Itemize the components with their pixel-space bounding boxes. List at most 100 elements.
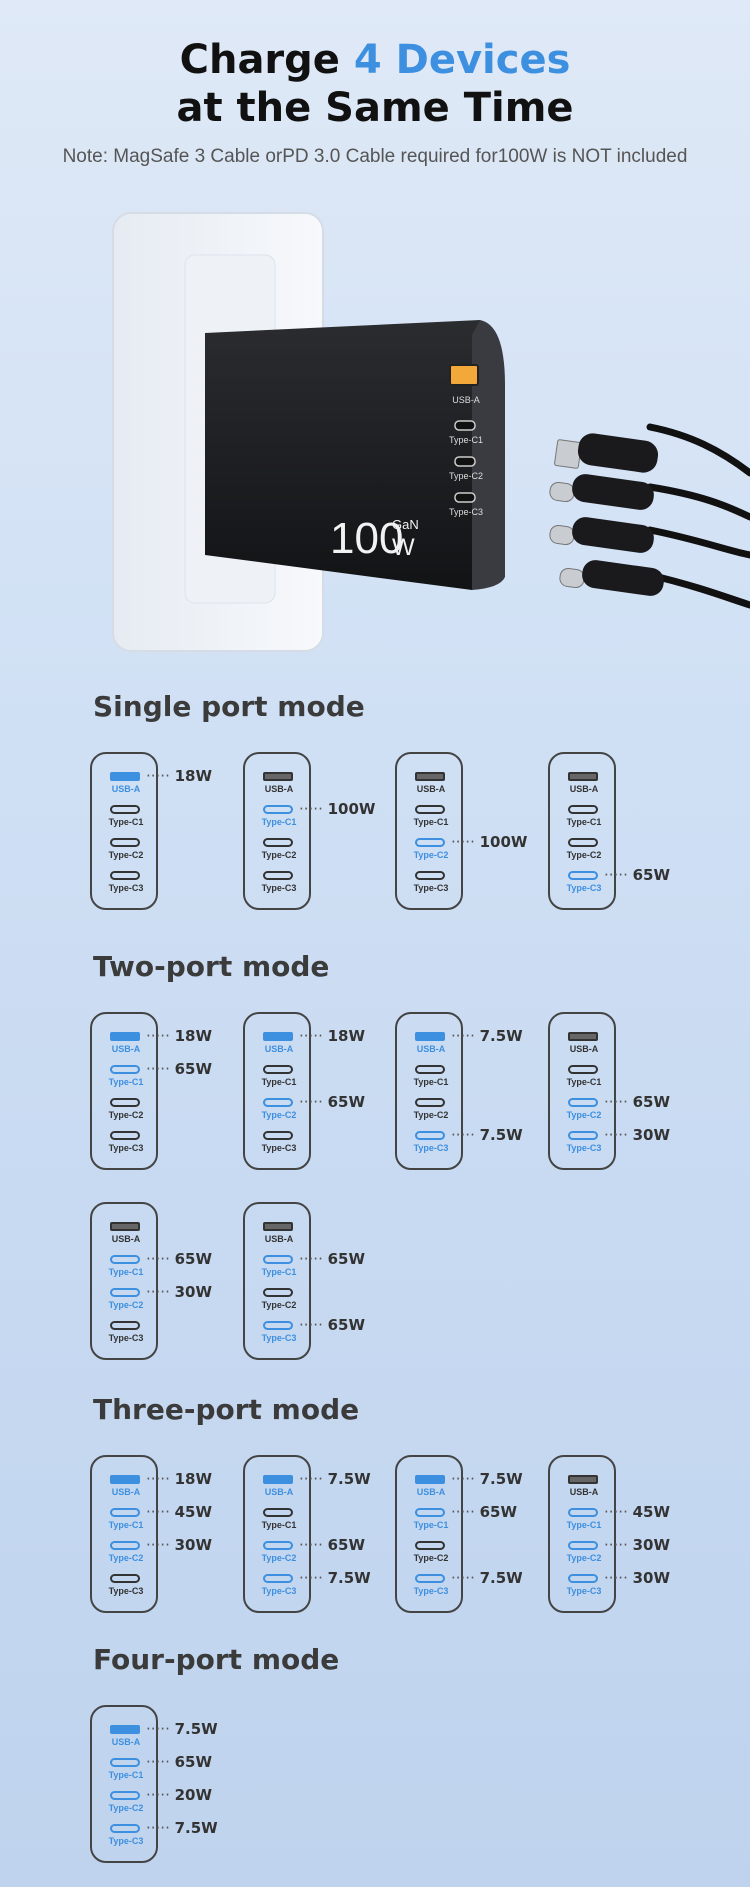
port-wattage: ····· 100W — [451, 833, 527, 851]
usb-a-port-icon — [568, 1475, 598, 1484]
port-indicator: Type-C3 — [245, 867, 313, 897]
dotted-leader: ····· — [299, 1093, 328, 1111]
usb-a-port-icon — [568, 1032, 598, 1041]
usb-c-port-icon — [415, 838, 445, 847]
usb-a-port-icon — [110, 1222, 140, 1231]
port-indicator: Type-C2 — [550, 834, 618, 864]
usb-a-port-icon — [263, 1475, 293, 1484]
wattage-value: 45W — [174, 1503, 213, 1521]
port-indicator: Type-C1 — [397, 801, 465, 831]
port-indicator: USB-A — [397, 768, 465, 798]
wattage-value: 45W — [632, 1503, 671, 1521]
port-label: Type-C1 — [261, 1520, 297, 1530]
usb-c-port-icon — [568, 1574, 598, 1583]
port-label: Type-C1 — [108, 1770, 144, 1780]
port-label: Type-C2 — [261, 1110, 297, 1120]
port-label: Type-C3 — [566, 1586, 602, 1596]
wattage-value: 18W — [327, 1027, 366, 1045]
dotted-leader: ····· — [299, 1536, 328, 1554]
section-title: Two-port mode — [93, 950, 330, 983]
usb-c-port-icon — [110, 1508, 140, 1517]
port-label: Type-C1 — [108, 817, 144, 827]
wattage-value: 18W — [174, 1027, 213, 1045]
port-label: USB-A — [569, 1044, 599, 1054]
dotted-leader: ····· — [299, 1250, 328, 1268]
port-indicator: USB-A — [550, 768, 618, 798]
dotted-leader: ····· — [451, 833, 480, 851]
port-wattage: ····· 7.5W — [299, 1470, 371, 1488]
port-indicator: Type-C3 — [397, 867, 465, 897]
usb-a-port-shape — [449, 364, 479, 386]
port-indicator: Type-C3 — [92, 1317, 160, 1347]
port-indicator: USB-A····· 7.5W — [397, 1470, 523, 1501]
port-indicator: Type-C3 — [92, 867, 160, 897]
usb-c-port-icon — [263, 1288, 293, 1297]
port-label: Type-C1 — [108, 1267, 144, 1277]
port-label: Type-C2 — [108, 1553, 144, 1563]
port-indicator: Type-C2····· 65W — [245, 1536, 365, 1567]
port-indicator: USB-A····· 18W — [245, 1027, 365, 1058]
usb-c-port-icon — [110, 1791, 140, 1800]
port-label: Type-C3 — [566, 1143, 602, 1153]
dotted-leader: ····· — [146, 1060, 175, 1078]
dotted-leader: ····· — [604, 1503, 633, 1521]
port-indicator: Type-C1····· 100W — [245, 800, 376, 831]
port-wattage: ····· 45W — [604, 1503, 670, 1521]
wattage-value: 65W — [327, 1250, 366, 1268]
charger-power-unit: W — [392, 534, 415, 561]
port-label: USB-A — [569, 784, 599, 794]
port-indicator: Type-C3····· 30W — [550, 1569, 670, 1600]
port-label: Type-C1 — [261, 1077, 297, 1087]
note-text: Note: MagSafe 3 Cable orPD 3.0 Cable req… — [62, 146, 688, 167]
wattage-value: 7.5W — [174, 1819, 218, 1837]
wattage-value: 18W — [174, 767, 213, 785]
usb-c-port-icon — [263, 1098, 293, 1107]
port-label: Type-C1 — [261, 817, 297, 827]
dotted-leader: ····· — [146, 1786, 175, 1804]
dotted-leader: ····· — [299, 1470, 328, 1488]
port-label: Type-C1 — [566, 1077, 602, 1087]
port-label: Type-C1 — [566, 817, 602, 827]
dotted-leader: ····· — [604, 1126, 633, 1144]
wattage-value: 20W — [174, 1786, 213, 1804]
port-indicator: Type-C1····· 65W — [92, 1250, 212, 1281]
page-title: Charge 4 Devices at the Same Time — [0, 36, 750, 132]
port-wattage: ····· 18W — [146, 1470, 212, 1488]
section-title: Four-port mode — [93, 1643, 340, 1676]
port-label: Type-C1 — [413, 1077, 449, 1087]
usb-a-port-icon — [110, 772, 140, 781]
wattage-value: 7.5W — [479, 1126, 523, 1144]
port-indicator: USB-A····· 7.5W — [397, 1027, 523, 1058]
port-label: Type-C2 — [261, 850, 297, 860]
wattage-value: 65W — [174, 1250, 213, 1268]
usb-c-connector-icon-1 — [549, 474, 654, 510]
usb-c-port-icon — [568, 1098, 598, 1107]
usb-c-port-icon — [263, 1065, 293, 1074]
dotted-leader: ····· — [604, 1569, 633, 1587]
port-indicator: Type-C1····· 45W — [92, 1503, 212, 1534]
port-indicator: Type-C3····· 7.5W — [397, 1569, 523, 1600]
port-label: USB-A — [264, 1487, 294, 1497]
port-label: Type-C3 — [261, 1143, 297, 1153]
dotted-leader: ····· — [146, 1027, 175, 1045]
port-indicator: Type-C1 — [550, 1061, 618, 1091]
port-label: Type-C3 — [413, 1586, 449, 1596]
usb-c-port-icon — [568, 1541, 598, 1550]
wattage-value: 65W — [327, 1536, 366, 1554]
port-wattage: ····· 65W — [146, 1060, 212, 1078]
usb-c-port-icon — [415, 805, 445, 814]
port-indicator: Type-C3····· 7.5W — [92, 1819, 218, 1850]
usb-a-port-icon — [263, 772, 293, 781]
wattage-value: 65W — [632, 866, 671, 884]
usb-c-port-icon — [568, 805, 598, 814]
usb-c-port-icon — [415, 1131, 445, 1140]
port-label: Type-C1 — [566, 1520, 602, 1530]
port-indicator: Type-C1····· 65W — [92, 1753, 212, 1784]
port-wattage: ····· 7.5W — [146, 1819, 218, 1837]
port-indicator: Type-C2····· 100W — [397, 833, 528, 864]
